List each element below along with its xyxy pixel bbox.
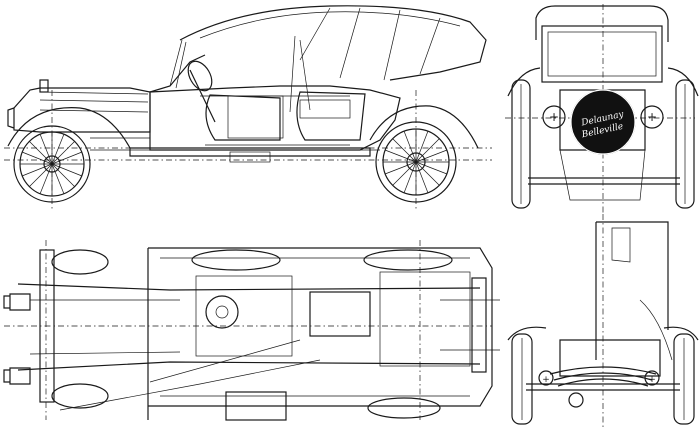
rear-view: + + [507, 214, 699, 428]
side-view [4, 5, 492, 210]
svg-text:+: + [549, 110, 559, 124]
svg-text:+: + [647, 110, 657, 124]
svg-text:+: + [648, 375, 656, 385]
front-view: + + Delaunay Belleville [505, 4, 699, 214]
svg-text:+: + [542, 375, 550, 385]
top-view [3, 240, 500, 421]
